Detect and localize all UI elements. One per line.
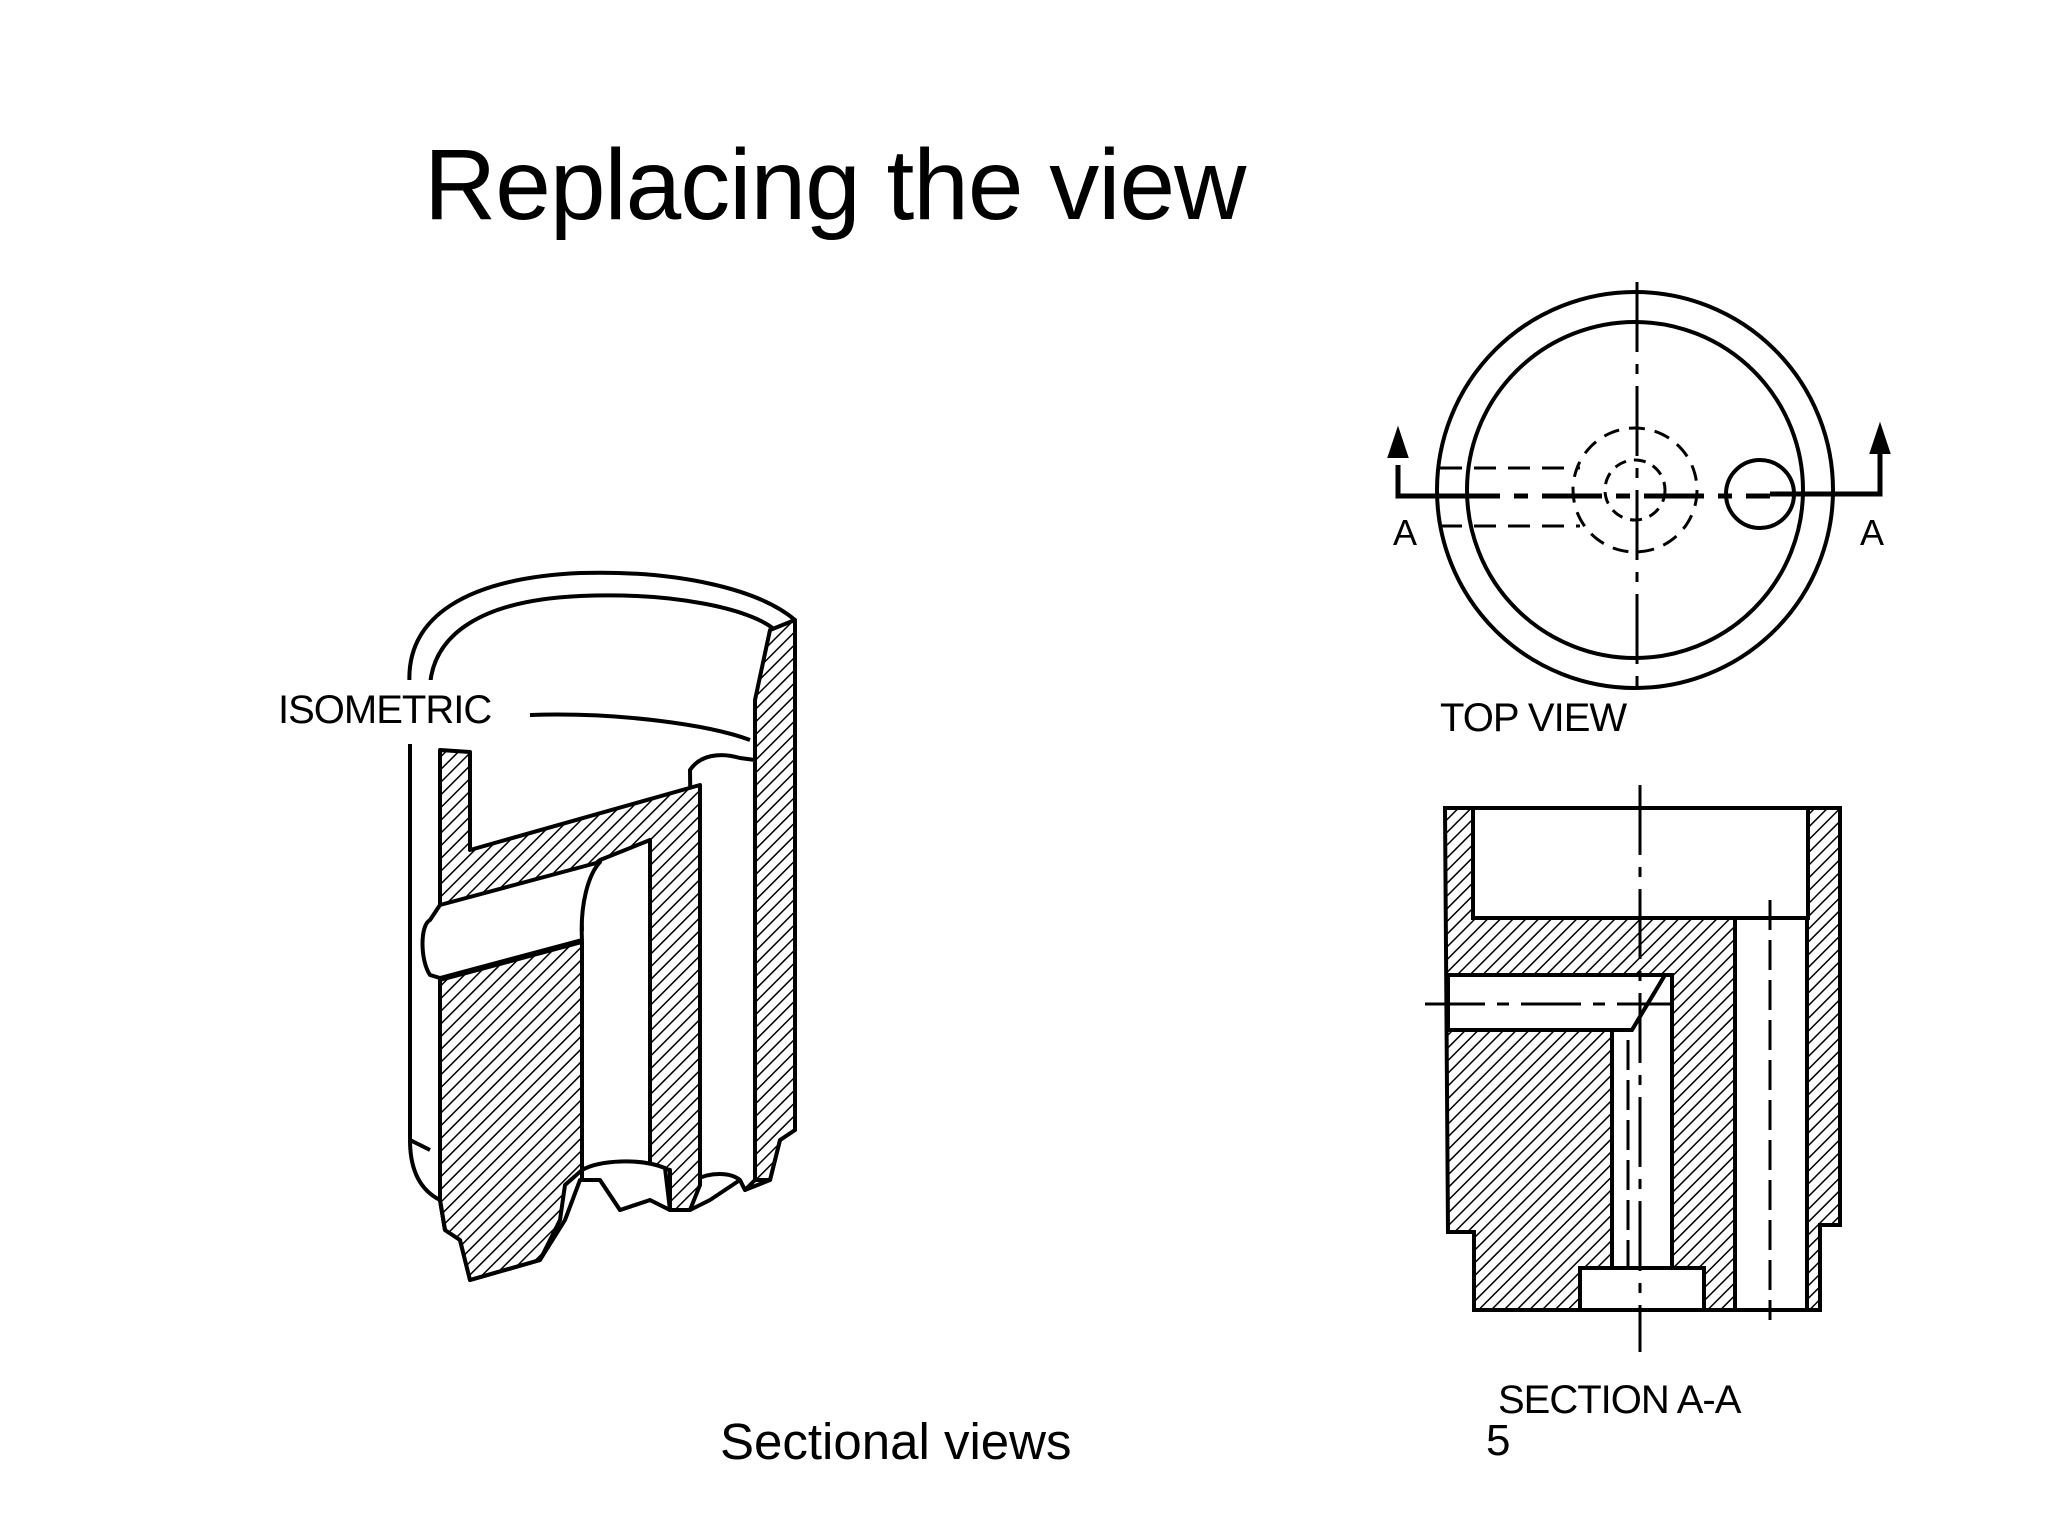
section-label: SECTION A-A xyxy=(1498,1378,1741,1422)
top-view-outer-circle xyxy=(1435,290,1835,690)
top-view-hidden-counterbore xyxy=(1571,426,1699,554)
page-number: 5 xyxy=(1486,1416,1511,1456)
isometric-vertical-hole xyxy=(688,753,757,1192)
isometric-horizontal-bore xyxy=(420,860,602,980)
section-view xyxy=(1425,785,1842,1352)
slide-title: Replacing the view xyxy=(424,129,1246,241)
cutting-plane-line-right xyxy=(1770,440,1883,497)
top-view xyxy=(1387,282,1891,690)
isometric-cavity-floor xyxy=(529,712,751,742)
isometric-view xyxy=(407,570,797,1282)
top-view-inner-circle xyxy=(1465,320,1805,660)
cutting-plane-line xyxy=(1395,465,1440,499)
isometric-step-lines xyxy=(409,1138,541,1282)
cut-plane-marker-right: A xyxy=(1860,512,1884,553)
cutting-plane-arrow-left xyxy=(1387,425,1409,458)
section-bottom-relief xyxy=(1578,1266,1706,1312)
isometric-bottom-cavity xyxy=(580,1159,672,1212)
isometric-label-backdrop xyxy=(272,680,507,744)
top-view-label: TOP VIEW xyxy=(1440,696,1627,740)
slide-footer: Sectional views xyxy=(720,1413,1072,1470)
isometric-inner-rim xyxy=(427,593,777,701)
cut-plane-marker-left: A xyxy=(1393,512,1417,553)
isometric-right-wall-section xyxy=(753,618,797,1182)
isometric-label: ISOMETRIC xyxy=(278,688,492,732)
cutting-plane-arrow-right xyxy=(1869,421,1891,454)
top-view-hidden-bore xyxy=(1603,458,1667,522)
